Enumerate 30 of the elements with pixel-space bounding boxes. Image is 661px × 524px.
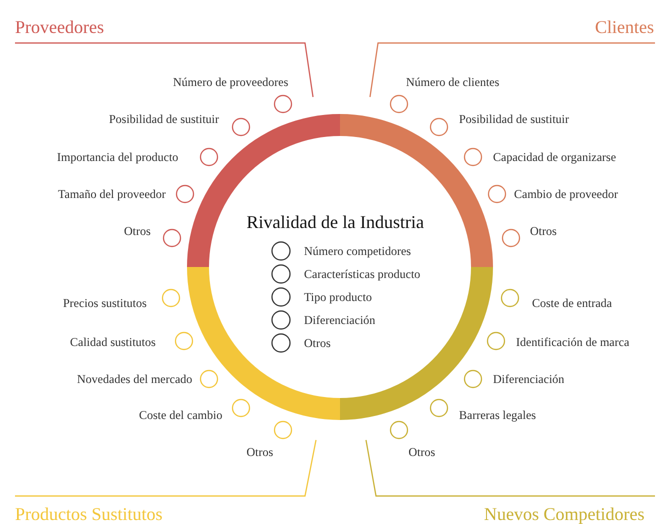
factor-label: Características producto bbox=[304, 267, 420, 281]
factor-label: Tamaño del proveedor bbox=[58, 187, 166, 201]
center-title: Rivalidad de la Industria bbox=[246, 212, 424, 232]
factor-label: Novedades del mercado bbox=[77, 372, 192, 386]
factor-label: Cambio de proveedor bbox=[514, 187, 618, 201]
factor-label: Diferenciación bbox=[493, 372, 564, 386]
factor-label: Coste del cambio bbox=[139, 408, 222, 422]
factor-label: Número de clientes bbox=[406, 75, 500, 89]
factor-label: Otros bbox=[530, 224, 557, 238]
force-heading: Nuevos Competidores bbox=[484, 504, 644, 524]
factor-label: Otros bbox=[304, 336, 331, 350]
factor-label: Importancia del producto bbox=[57, 150, 178, 164]
factor-label: Barreras legales bbox=[459, 408, 536, 422]
factor-label: Posibilidad de sustituir bbox=[459, 112, 570, 126]
factor-label: Otros bbox=[246, 445, 274, 459]
factor-label: Identificación de marca bbox=[516, 335, 630, 349]
factor-label: Otros bbox=[124, 224, 151, 238]
factor-label: Capacidad de organizarse bbox=[493, 150, 616, 164]
factor-label: Posibilidad de sustituir bbox=[109, 112, 220, 126]
factor-label: Coste de entrada bbox=[532, 296, 612, 310]
factor-label: Otros bbox=[408, 445, 436, 459]
factor-label: Número de proveedores bbox=[173, 75, 288, 89]
force-heading: Proveedores bbox=[15, 17, 104, 37]
force-heading: Clientes bbox=[595, 17, 654, 37]
factor-label: Precios sustitutos bbox=[63, 296, 147, 310]
factor-label: Diferenciación bbox=[304, 313, 376, 327]
factor-label: Calidad sustitutos bbox=[70, 335, 156, 349]
factor-label: Tipo producto bbox=[304, 290, 372, 304]
force-heading: Productos Sustitutos bbox=[15, 504, 163, 524]
factor-label: Número competidores bbox=[304, 244, 411, 258]
